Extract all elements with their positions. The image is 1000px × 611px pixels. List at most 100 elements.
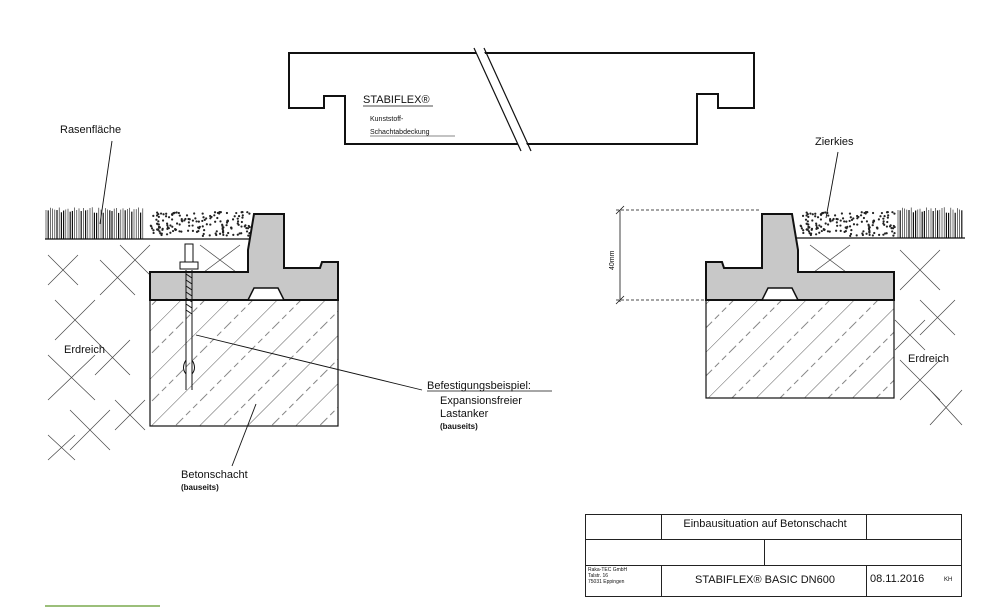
- gravel-dot: [194, 217, 197, 220]
- gravel-dot: [843, 230, 846, 233]
- gravel-dot: [152, 231, 155, 235]
- gravel-dot: [882, 217, 885, 220]
- gravel-dot: [197, 220, 200, 223]
- company-address: Raka-TEC GmbH Talstr. 16 75031 Eppingen: [588, 567, 658, 585]
- gravel-dot: [809, 212, 812, 215]
- gravel-dot: [814, 215, 817, 218]
- gravel-dot: [836, 224, 839, 227]
- gravel-dot: [203, 218, 206, 221]
- anchor-bolt: [179, 243, 199, 390]
- gravel-dot: [157, 215, 160, 218]
- gravel-dot: [804, 218, 808, 221]
- gravel-dot: [184, 217, 187, 221]
- title-block-row-3: Raka-TEC GmbH Talstr. 16 75031 Eppingen …: [586, 565, 961, 596]
- gravel-dot: [882, 220, 885, 223]
- gravel-dot: [241, 210, 244, 214]
- gravel-dot: [158, 230, 161, 233]
- gravel-dot: [243, 225, 246, 228]
- gravel-dot: [157, 226, 161, 229]
- gravel-dot: [878, 233, 881, 236]
- title-block: Einbausituation auf Betonschacht Raka-TE…: [585, 514, 962, 597]
- gravel-dot: [860, 220, 863, 223]
- gravel-dot: [871, 224, 874, 227]
- gravel-dot: [236, 233, 239, 236]
- gravel-dot: [835, 229, 838, 232]
- gravel-dot: [222, 229, 225, 233]
- gravel-dot: [191, 219, 194, 222]
- gravel-dot: [815, 227, 818, 230]
- gravel-dot: [221, 228, 224, 231]
- gravel-dot: [177, 211, 180, 215]
- gravel-dot: [802, 229, 805, 232]
- gravel-dot: [861, 232, 864, 235]
- gravel-dot: [232, 233, 235, 236]
- title-block-row-2: [586, 539, 961, 566]
- gravel-dot: [197, 226, 200, 229]
- gravel-dot: [226, 219, 229, 222]
- gravel-dot: [862, 216, 866, 220]
- gravel-dot: [165, 233, 169, 236]
- gravel-dot: [205, 223, 208, 226]
- cover-section-right: [705, 213, 895, 301]
- gravel-dot: [202, 216, 205, 219]
- gravel-dot: [175, 222, 179, 225]
- gravel-dot: [893, 212, 896, 215]
- gravel-dot: [867, 223, 870, 226]
- gravel-dot: [160, 233, 163, 237]
- gravel-dot: [165, 222, 169, 225]
- gravel-dot: [802, 231, 805, 235]
- gravel-dot: [171, 225, 174, 228]
- gravel-dot: [852, 217, 855, 220]
- gravel-dot: [216, 216, 219, 220]
- gravel-dot: [216, 211, 219, 215]
- leader-lines: [99, 140, 839, 467]
- gravel-dot: [815, 233, 818, 236]
- gravel-dot: [241, 216, 244, 219]
- gravel-dot: [807, 215, 810, 218]
- gravel-dot: [161, 228, 164, 231]
- gravel-dot: [864, 210, 868, 214]
- gravel-dot: [892, 227, 895, 230]
- gravel-dot: [882, 222, 885, 225]
- cover-section-left: [149, 213, 339, 301]
- gravel-dot: [827, 214, 830, 217]
- gravel-dot: [848, 225, 852, 228]
- gravel-dot: [238, 232, 241, 235]
- gravel-dot: [169, 231, 172, 234]
- gravel-dot: [862, 230, 865, 233]
- gravel-dot: [820, 225, 823, 228]
- gravel-dot: [806, 220, 809, 223]
- gravel-dot: [191, 224, 194, 227]
- gravel-dot: [828, 230, 831, 233]
- gravel-dot: [213, 214, 216, 217]
- gravel-dot: [165, 212, 168, 215]
- gravel-dot: [887, 214, 890, 217]
- gravel-dot: [157, 220, 160, 223]
- gravel-dot: [166, 224, 169, 227]
- cover-profile: [288, 46, 755, 152]
- gravel-dot: [185, 214, 189, 217]
- gravel-dot: [235, 211, 238, 215]
- gravel-dot: [844, 226, 847, 229]
- gravel-dot: [892, 234, 895, 237]
- gravel-dot: [159, 212, 163, 215]
- drawing-title: Einbausituation auf Betonschacht: [683, 518, 847, 530]
- gravel-dot: [856, 223, 859, 226]
- gravel-dot: [807, 230, 811, 233]
- gravel-dot: [811, 219, 814, 222]
- gravel-dot: [218, 210, 221, 214]
- gravel-dot: [891, 230, 894, 233]
- gravel-dot: [215, 230, 218, 233]
- gravel-dot: [840, 212, 844, 215]
- gravel-dot: [205, 217, 208, 220]
- gravel-dot: [810, 228, 813, 231]
- gravel-dot: [245, 227, 248, 230]
- gravel-dot: [814, 212, 817, 215]
- soil-label-left: Erdreich: [64, 344, 105, 356]
- gravel-dot: [171, 229, 175, 233]
- gravel-dot: [849, 232, 853, 236]
- gravel-dot: [876, 226, 879, 229]
- gravel-dot: [886, 220, 889, 224]
- shaft-note: (bauseits): [181, 483, 219, 492]
